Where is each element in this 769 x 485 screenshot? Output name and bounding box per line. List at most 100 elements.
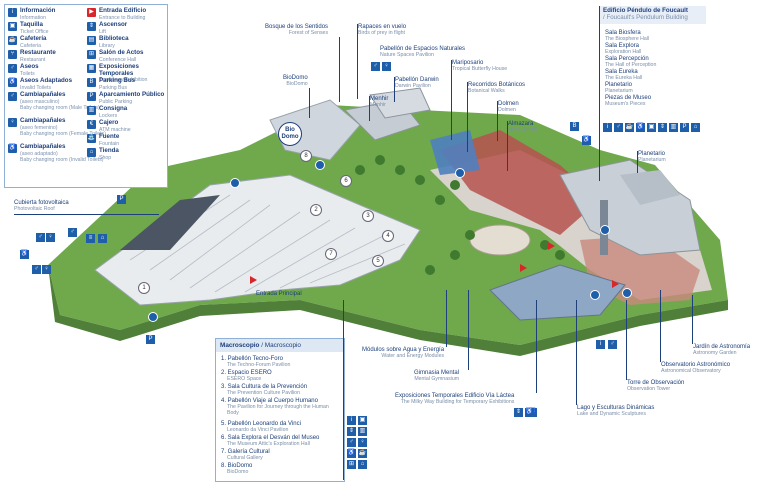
planetarium-dome: [620, 170, 680, 205]
label-entrada: Entrada Principal: [256, 291, 302, 297]
shop-icon[interactable]: ⌂: [358, 460, 367, 469]
legend-item: ♀Cambiapañales(aseo femenino)Baby changi…: [8, 117, 106, 138]
bus-parking-icon[interactable]: B: [570, 122, 579, 131]
leader-line: [357, 24, 358, 99]
biodomo-logo: Bio Domo: [278, 122, 302, 146]
map-marker-5[interactable]: 5: [372, 255, 384, 267]
conference-icon: ⊞: [87, 50, 96, 59]
info-pin[interactable]: [600, 225, 610, 235]
info-pin[interactable]: [590, 290, 600, 300]
cafe-icon[interactable]: ☕: [625, 123, 634, 132]
toilet-icon[interactable]: ♂: [36, 233, 45, 242]
leader-line: [339, 37, 340, 102]
accessible-icon[interactable]: ♿: [636, 123, 645, 132]
map-marker-1[interactable]: 1: [138, 282, 150, 294]
info-pin[interactable]: [148, 312, 158, 322]
leader-line: [451, 60, 452, 140]
entrance-flag-icon: ▶: [87, 8, 96, 17]
map-marker-3[interactable]: 3: [362, 210, 374, 222]
map-marker-2[interactable]: 2: [310, 204, 322, 216]
leader-line: [497, 101, 498, 141]
leader-line: [660, 290, 661, 362]
map-marker-7[interactable]: 7: [325, 248, 337, 260]
shop-icon[interactable]: ≡: [86, 234, 95, 243]
toilet-icon[interactable]: ♀: [46, 233, 55, 242]
toilet-icon[interactable]: ♂: [32, 265, 41, 274]
leader-line: [467, 82, 468, 152]
lift-icon[interactable]: ⇕: [658, 123, 667, 132]
locker-icon[interactable]: ▥: [669, 123, 678, 132]
info-pin[interactable]: [622, 288, 632, 298]
info-pin[interactable]: [315, 160, 325, 170]
accessible-toilet-icon: ♿: [8, 78, 17, 87]
map-marker-8[interactable]: 8: [300, 150, 312, 162]
accessible-icon[interactable]: ♿: [582, 136, 591, 145]
ticket-icon[interactable]: ▣: [647, 123, 656, 132]
red-plaza: [440, 130, 600, 235]
accessible-icon[interactable]: ♿: [20, 250, 29, 259]
conference-icon[interactable]: ⊞: [347, 460, 356, 469]
toilet-icon[interactable]: ♂: [614, 123, 623, 132]
info-icon[interactable]: i: [596, 340, 605, 349]
entrance-flag-icon: [612, 280, 619, 288]
leader-line: [309, 88, 310, 118]
ticket-icon[interactable]: ▣: [358, 416, 367, 425]
cafe-icon[interactable]: ☕: [358, 449, 367, 458]
entrance-flag-icon: [250, 276, 257, 284]
parking-icon[interactable]: ♿: [525, 408, 534, 417]
lift-icon: ⇕: [87, 22, 96, 31]
ticket-icon: ▣: [8, 22, 17, 31]
accessible-icon[interactable]: ♿: [347, 449, 356, 458]
info-pin[interactable]: [230, 178, 240, 188]
info-icon[interactable]: i: [347, 416, 356, 425]
shop-icon[interactable]: ⌂: [691, 123, 700, 132]
parking-icon: P: [87, 92, 96, 101]
lift-icon[interactable]: ⇕: [514, 408, 523, 417]
toilet-icon[interactable]: ♂: [347, 438, 356, 447]
shop-icon[interactable]: ⌂: [98, 234, 107, 243]
map-marker-6[interactable]: 6: [340, 175, 352, 187]
macroscopio-header: Macroscopio / Macroscopio: [216, 339, 344, 352]
locker-icon[interactable]: ▥: [358, 427, 367, 436]
toilet-icon[interactable]: ♂: [608, 340, 617, 349]
parking-icon[interactable]: P: [117, 195, 126, 204]
lift-icon[interactable]: ⇕: [347, 427, 356, 436]
info-icon[interactable]: i: [603, 123, 612, 132]
toilet-icon[interactable]: ♀: [358, 438, 367, 447]
info-pin[interactable]: [455, 168, 465, 178]
leader-line: [507, 121, 508, 171]
baby-female-icon: ♀: [8, 118, 17, 127]
parking-icon[interactable]: P: [680, 123, 689, 132]
toilet-icon[interactable]: ♂: [371, 62, 380, 71]
map-marker-4[interactable]: 4: [382, 230, 394, 242]
parking-icon[interactable]: P: [146, 335, 155, 344]
toilet-icon[interactable]: ♀: [42, 265, 51, 274]
shop-icon: ⌂: [87, 148, 96, 157]
legend-item: ♿Cambiapañales(aseo adaptado)Baby changi…: [8, 143, 104, 164]
toilet-icon[interactable]: ♂: [68, 228, 77, 237]
macroscopio-building: [94, 174, 421, 306]
toilet-icon[interactable]: ♀: [382, 62, 391, 71]
